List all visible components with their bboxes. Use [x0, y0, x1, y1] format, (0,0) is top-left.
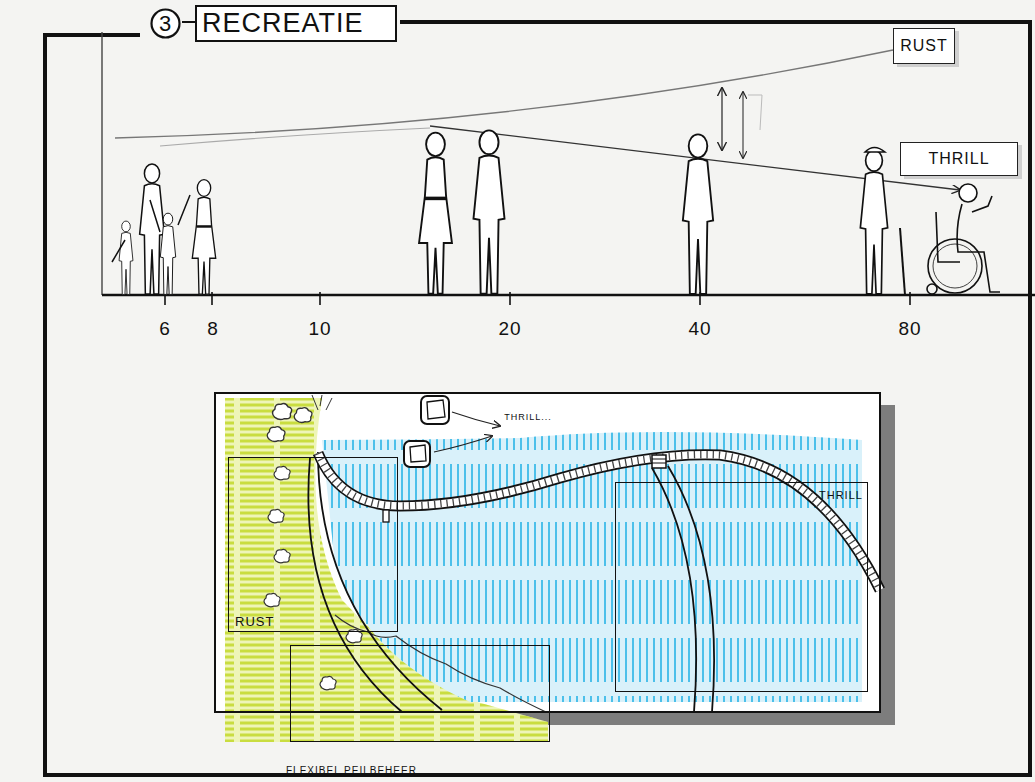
range-arrow	[721, 88, 722, 150]
bush	[273, 404, 292, 420]
bush	[268, 509, 284, 522]
diagram-title: RECREATIE	[195, 5, 397, 42]
raised-arm	[112, 195, 190, 262]
range-arrow	[742, 92, 743, 158]
bank-path	[318, 452, 442, 710]
bush	[320, 676, 336, 689]
bush	[264, 593, 280, 606]
step-number-text: 3	[159, 11, 172, 37]
cap	[865, 148, 885, 153]
age-tick-label: 20	[470, 318, 550, 340]
axis-ticks	[165, 292, 910, 305]
caster	[927, 284, 937, 294]
plan-frame	[215, 393, 880, 712]
thrill-zone: THRILL	[615, 482, 868, 692]
bank-path	[652, 468, 696, 712]
bush	[274, 549, 290, 562]
axis-tick	[509, 292, 511, 305]
thrill-box: THRILL	[900, 142, 1018, 176]
cube-face	[427, 400, 445, 419]
adult-figure	[419, 133, 452, 294]
thrill-cube	[421, 396, 449, 424]
rust-line	[115, 50, 893, 138]
bush	[267, 427, 285, 442]
cube-face	[410, 445, 426, 462]
rust-box: RUST	[893, 28, 955, 64]
chair-back	[936, 212, 960, 262]
axis-tick	[319, 292, 321, 305]
vertical-axis	[101, 32, 102, 295]
axis-tick	[211, 292, 213, 305]
wheelchair-figure	[927, 184, 1000, 294]
thrill-cube	[404, 441, 430, 467]
bridge-pier	[383, 510, 389, 522]
thrill-arrow	[452, 412, 500, 426]
adult-figure	[140, 164, 165, 294]
elderly-figure	[860, 150, 887, 294]
page-frame	[45, 22, 1030, 775]
scale-label: RUST	[900, 37, 948, 55]
seated-body	[957, 204, 1000, 292]
zone-label: RUST	[235, 614, 274, 629]
reed	[312, 395, 332, 410]
age-tick-label: 10	[280, 318, 360, 340]
child-figure	[119, 221, 133, 294]
arm	[972, 196, 992, 212]
landing-hatch	[652, 459, 666, 463]
adult-figure	[473, 130, 504, 293]
thrill-note: THRILL...	[488, 412, 568, 422]
wheel	[928, 239, 982, 293]
wheel-rim	[933, 244, 977, 288]
age-tick-label: 40	[660, 318, 740, 340]
water-level-zone: FLEXIBEL PEILBEHEER	[290, 645, 550, 742]
child-figure	[160, 213, 175, 294]
head	[959, 184, 977, 202]
adult-figure	[683, 134, 713, 294]
zone-label: THRILL	[819, 489, 863, 501]
zone-label: FLEXIBEL PEILBEHEER	[286, 765, 417, 776]
adult-figure	[192, 180, 215, 294]
bank-path	[668, 466, 714, 712]
bridge-deck	[318, 453, 880, 590]
rust-zone: RUST	[228, 457, 398, 632]
bridge-outline	[318, 453, 880, 590]
walking-cane	[900, 228, 905, 295]
scale-label: THRILL	[928, 150, 989, 168]
step-number: 3	[150, 8, 181, 39]
title-connector	[182, 21, 195, 23]
age-tick-label: 8	[173, 318, 253, 340]
age-tick-label: 80	[870, 318, 950, 340]
bridge-landing	[652, 455, 666, 468]
axis-tick	[909, 292, 911, 305]
sketch-line	[160, 128, 430, 146]
circle-outline	[152, 10, 180, 38]
sketch-line	[748, 95, 762, 130]
bush	[274, 466, 290, 479]
bridge-planks	[318, 453, 880, 590]
thrill-arrow	[434, 436, 492, 452]
age-tick-label: 6	[125, 318, 205, 340]
age-axis	[102, 294, 1035, 297]
bush	[294, 408, 312, 423]
